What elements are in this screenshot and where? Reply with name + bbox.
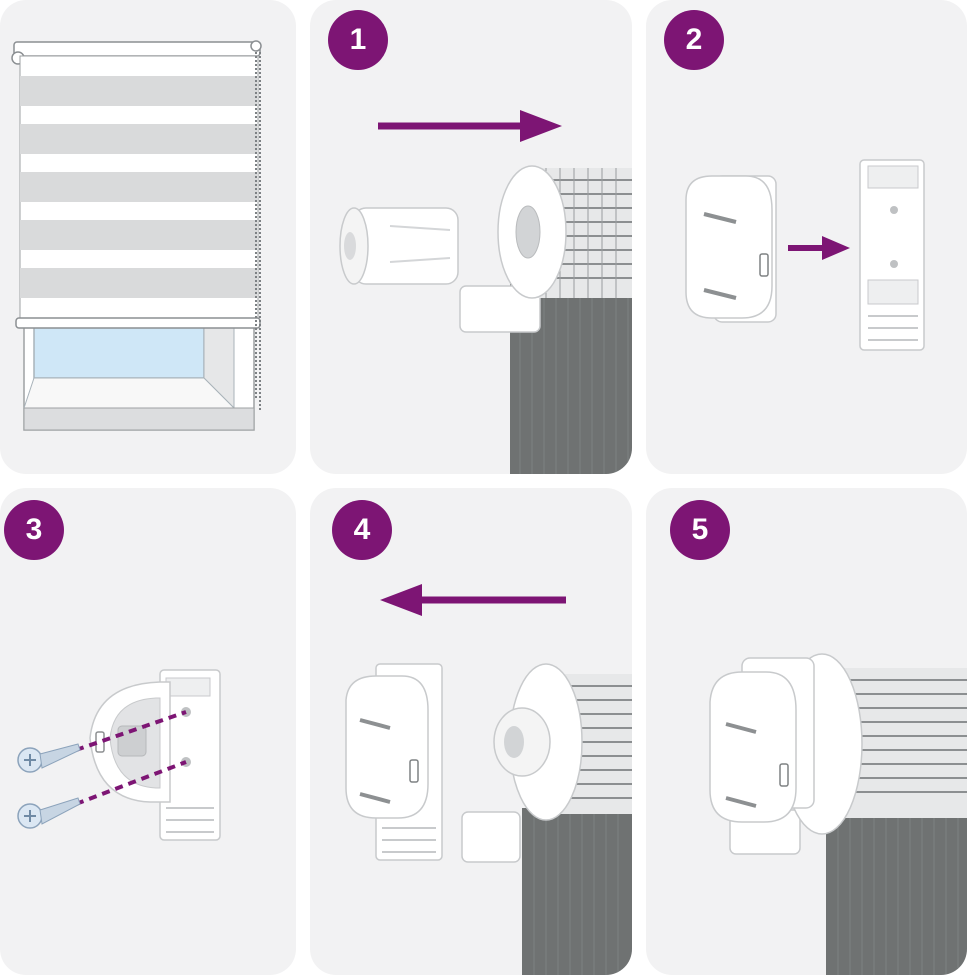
bracket-housing (685, 175, 777, 323)
step-badge-1: 1 (328, 10, 388, 70)
step-badge-3: 3 (4, 500, 64, 560)
step-4-illustration (345, 584, 632, 975)
step-1-illustration (339, 110, 632, 474)
step-badge-4: 4 (332, 500, 392, 560)
step-badge-2: 2 (664, 10, 724, 70)
overview-panel (0, 0, 296, 474)
step-1-panel: 1 (310, 0, 632, 474)
arrow-right-icon (378, 110, 562, 142)
step-3-illustration (17, 669, 221, 841)
step-5-illustration (709, 653, 967, 975)
screw-icon (17, 797, 81, 829)
step-4-panel: 4 (310, 488, 632, 975)
step-3-panel: 3 (0, 488, 296, 975)
end-cap-plug (339, 207, 459, 285)
screw-icon (17, 743, 81, 773)
roller-blind-illustration (11, 40, 262, 431)
arrow-left-icon (380, 584, 566, 616)
wall-bracket (859, 159, 925, 351)
arrow-right-icon (788, 236, 850, 260)
step-badge-5: 5 (670, 500, 730, 560)
step-5-panel: 5 (646, 488, 967, 975)
step-2-illustration (685, 159, 925, 351)
step-2-panel: 2 (646, 0, 967, 474)
